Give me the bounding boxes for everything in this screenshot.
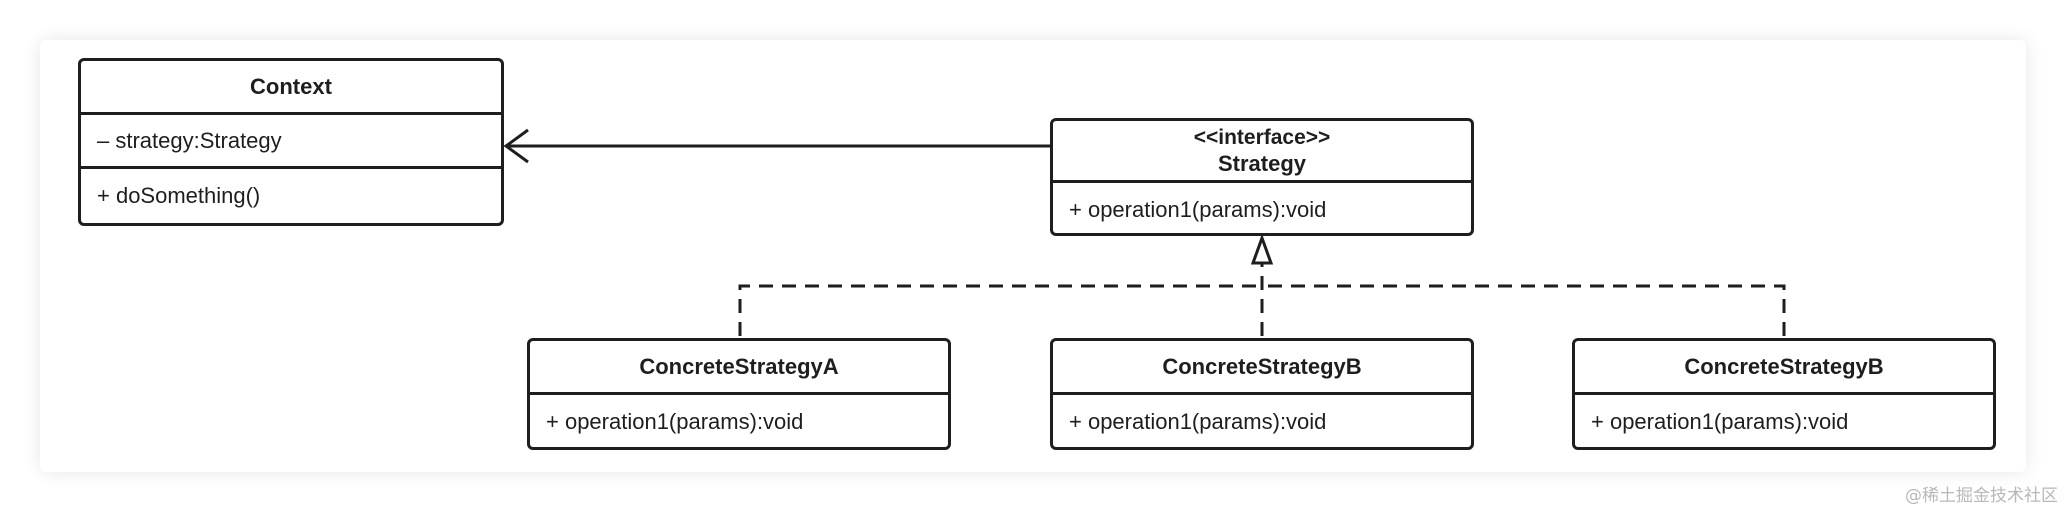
- concrete-strategy-b-class[interactable]: ConcreteStrategyB + operation1(params):v…: [1050, 338, 1474, 450]
- strategy-stereotype: <<interface>>: [1193, 125, 1331, 149]
- concrete-strategy-b-method: + operation1(params):void: [1069, 409, 1327, 434]
- concrete-strategy-a-method: + operation1(params):void: [546, 409, 804, 434]
- strategy-method: + operation1(params):void: [1069, 197, 1327, 222]
- strategy-header: <<interface>> Strategy: [1053, 121, 1471, 183]
- concrete-strategy-a-class[interactable]: ConcreteStrategyA + operation1(params):v…: [527, 338, 951, 450]
- strategy-interface[interactable]: <<interface>> Strategy + operation1(para…: [1050, 118, 1474, 236]
- concrete-strategy-a-name: ConcreteStrategyA: [530, 341, 948, 395]
- context-class[interactable]: Context – strategy:Strategy + doSomethin…: [78, 58, 504, 226]
- concrete-strategy-b-name: ConcreteStrategyB: [1053, 341, 1471, 395]
- concrete-strategy-b2-method: + operation1(params):void: [1591, 409, 1849, 434]
- strategy-class-name: Strategy: [1217, 150, 1307, 176]
- watermark: @稀土掘金技术社区: [1905, 486, 2058, 506]
- concrete-strategy-b2-name: ConcreteStrategyB: [1575, 341, 1993, 395]
- context-method: + doSomething(): [97, 183, 261, 208]
- concrete-strategy-b2-class[interactable]: ConcreteStrategyB + operation1(params):v…: [1572, 338, 1996, 450]
- context-attribute: – strategy:Strategy: [81, 115, 501, 169]
- context-class-name: Context: [81, 61, 501, 115]
